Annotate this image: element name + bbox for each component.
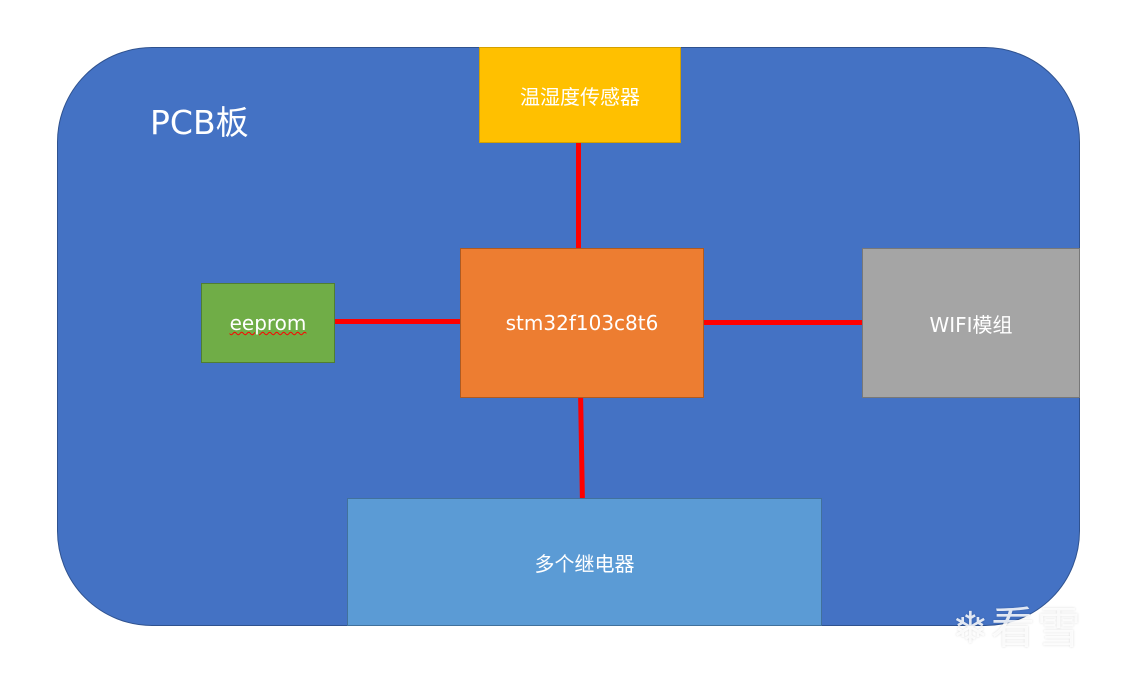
wifi-module: WIFI模组: [862, 248, 1080, 398]
sensor-module: 温湿度传感器: [479, 47, 681, 143]
pcb-board-label: PCB板: [150, 103, 249, 142]
connection-mcu-wifi: [704, 320, 862, 325]
connection-mcu-sensor: [576, 143, 581, 248]
watermark-text: 看雪: [990, 603, 1083, 654]
connection-mcu-eeprom: [335, 319, 460, 324]
eeprom-module: eeprom: [201, 283, 335, 363]
mcu-label: stm32f103c8t6: [505, 311, 659, 335]
wifi-label: WIFI模组: [929, 312, 1013, 337]
watermark: ❄看雪: [952, 592, 1083, 656]
relay-module: 多个继电器: [347, 498, 822, 626]
eeprom-label: eeprom: [229, 311, 307, 335]
sensor-label: 温湿度传感器: [520, 84, 640, 109]
mcu-module: stm32f103c8t6: [460, 248, 704, 398]
relay-label: 多个继电器: [534, 551, 635, 576]
snowflake-icon: ❄: [952, 603, 991, 654]
